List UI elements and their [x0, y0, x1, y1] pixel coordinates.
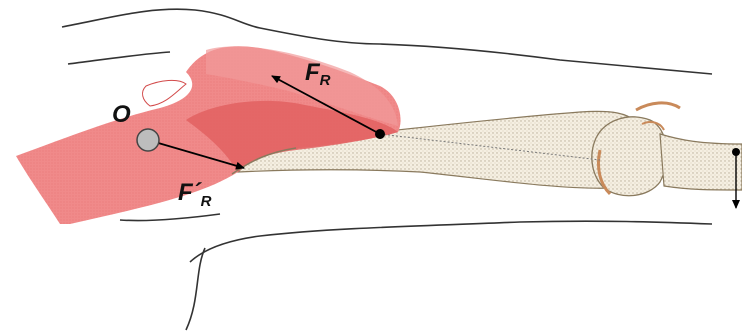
force-fr-label: FR	[305, 59, 331, 89]
force-fr-application-point	[375, 129, 385, 139]
forearm-bone	[660, 134, 742, 190]
upper-arm-back-line	[120, 214, 220, 221]
upper-arm-inner-contour	[68, 52, 170, 64]
upper-arm-top-contour	[62, 9, 712, 74]
load-application-point	[732, 148, 740, 156]
origin-circle	[137, 129, 159, 151]
hand-lower-contour	[186, 248, 205, 330]
forearm-lower-contour	[190, 221, 712, 262]
origin-label: O	[112, 101, 131, 128]
